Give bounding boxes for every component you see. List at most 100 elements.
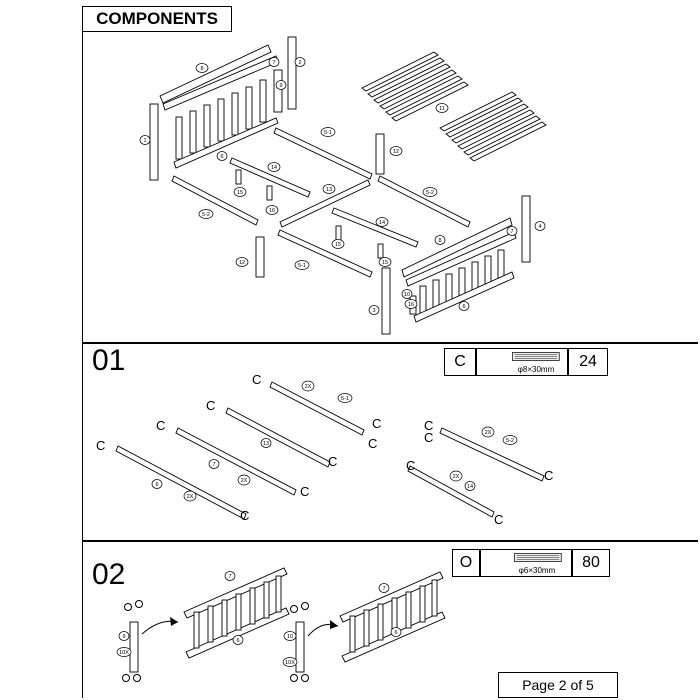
step01-c-labels: C C C C C C C C C C C C C C: [96, 372, 553, 527]
callout-9: 9: [279, 83, 282, 89]
callout-1: 1: [143, 138, 146, 144]
svg-text:14: 14: [467, 484, 473, 490]
svg-text:C: C: [300, 484, 309, 499]
post-4: [521, 195, 531, 263]
svg-text:6: 6: [394, 630, 397, 636]
callout-5-1: 5-1: [298, 263, 306, 269]
post-2: [287, 36, 297, 110]
step01-rail-7: [175, 427, 297, 496]
step02-post-9: [129, 621, 139, 673]
step-01-rule: [232, 342, 698, 343]
hardware-box-step-01: C φ8×30mm 24: [444, 348, 608, 376]
components-title: COMPONENTS: [82, 6, 232, 32]
svg-text:2X: 2X: [187, 494, 194, 500]
svg-text:7: 7: [212, 462, 215, 468]
component-callouts: [139, 57, 546, 315]
svg-text:5-2: 5-2: [506, 438, 514, 444]
svg-text:7: 7: [228, 574, 231, 580]
dowel-o-markers: [122, 600, 309, 682]
svg-text:C: C: [494, 512, 503, 527]
callout-6: 6: [220, 154, 223, 160]
callout-4: 4: [538, 224, 541, 230]
callout-5-2: 5-2: [426, 190, 434, 196]
step01-rail-5-1: [269, 381, 365, 436]
component-callout-labels: 8 7 2 9 1 6 5-1 12 14 13 15 16 5-2 5-2 1…: [143, 60, 541, 314]
rail-5-1-upper: [273, 127, 373, 180]
dowel-icon: [512, 352, 560, 361]
svg-text:C: C: [424, 418, 433, 433]
slats-11-group-a: [361, 51, 469, 122]
footboard-slats: [419, 249, 505, 315]
svg-text:2X: 2X: [485, 430, 492, 436]
step-02-number: 02: [92, 558, 126, 591]
step02-frame-right: [339, 571, 446, 663]
hardware-qty: 24: [579, 353, 597, 370]
svg-text:10X: 10X: [119, 650, 129, 656]
callout-16: 16: [269, 208, 275, 214]
svg-text:10X: 10X: [285, 660, 295, 666]
callout-5-2: 5-2: [202, 212, 210, 218]
step02-post-10: [295, 621, 305, 673]
callout-12: 12: [239, 260, 245, 266]
callout-11: 11: [439, 106, 445, 112]
callout-6: 6: [462, 304, 465, 310]
svg-text:C: C: [368, 436, 377, 451]
post-12-lower: [255, 236, 265, 278]
step-01-number: 01: [92, 344, 126, 377]
step01-rail-5-2: [439, 427, 545, 482]
hardware-spec: φ8×30mm: [517, 365, 555, 374]
callout-16: 16: [408, 302, 414, 308]
callout-15: 15: [237, 190, 243, 196]
callout-14: 14: [379, 220, 385, 226]
svg-text:7: 7: [382, 586, 385, 592]
svg-text:13: 13: [263, 441, 269, 447]
dowel-icon: [514, 553, 562, 562]
svg-text:C: C: [206, 398, 215, 413]
page-number: Page 2 of 5: [498, 672, 618, 698]
post-9: [273, 69, 283, 113]
slats-11-group-b: [439, 91, 547, 162]
step01-callout-labels: 5-1 2X 13 7 2X 6 2X 2X 5-2 2X 14: [155, 384, 514, 500]
callout-15: 15: [382, 260, 388, 266]
callout-5-1: 5-1: [324, 130, 332, 136]
svg-text:2X: 2X: [241, 478, 248, 484]
svg-text:C: C: [372, 416, 381, 431]
callout-3: 3: [372, 308, 375, 314]
hardware-letter: C: [454, 353, 466, 370]
callout-8: 8: [200, 66, 203, 72]
svg-text:9: 9: [122, 634, 125, 640]
section-divider-2: [82, 540, 698, 542]
callout-7: 7: [510, 229, 513, 235]
step02-frame-left: [183, 567, 290, 659]
step01-rail-13: [225, 407, 331, 468]
svg-text:10: 10: [287, 634, 293, 640]
svg-text:C: C: [424, 430, 433, 445]
svg-text:6: 6: [155, 482, 158, 488]
hardware-spec: φ6×30mm: [518, 566, 556, 575]
svg-text:C: C: [406, 458, 415, 473]
callout-10: 10: [404, 292, 410, 298]
hardware-letter: O: [459, 554, 473, 571]
post-3: [381, 267, 391, 335]
svg-text:2X: 2X: [305, 384, 312, 390]
svg-text:C: C: [240, 508, 249, 523]
svg-text:2X: 2X: [453, 474, 460, 480]
step01-rail-6: [115, 445, 247, 520]
step01-rail-14: [407, 465, 495, 518]
page-frame: [82, 6, 699, 698]
section-divider: [82, 342, 698, 344]
hardware-box-step-02: O φ6×30mm 80: [452, 549, 610, 577]
post-12-upper: [375, 133, 385, 175]
callout-7: 7: [272, 60, 275, 66]
callout-13: 13: [326, 187, 332, 193]
svg-text:C: C: [328, 454, 337, 469]
svg-text:5-1: 5-1: [341, 396, 349, 402]
step01-callouts: [151, 380, 518, 502]
svg-text:C: C: [96, 438, 105, 453]
svg-text:C: C: [252, 372, 261, 387]
post-1: [149, 103, 159, 181]
rail-8-top: [159, 44, 272, 104]
callout-8: 8: [438, 238, 441, 244]
svg-text:6: 6: [236, 638, 239, 644]
